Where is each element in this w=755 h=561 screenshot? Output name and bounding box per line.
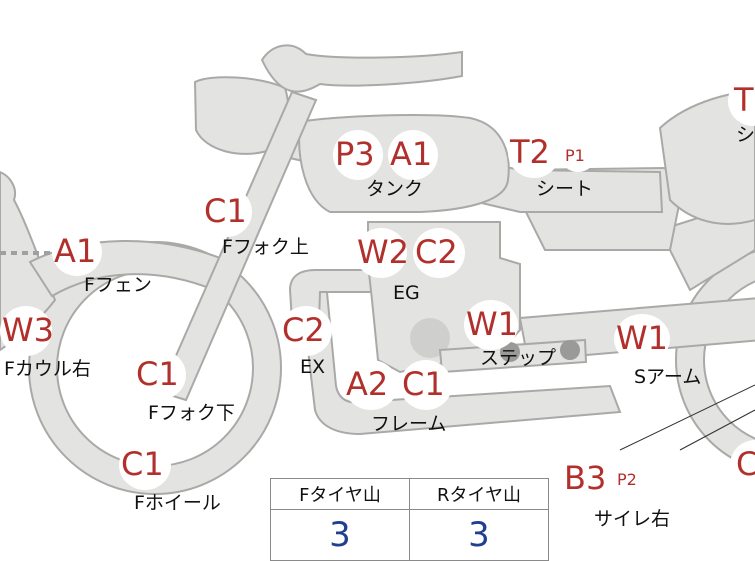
marker-circle: [612, 466, 648, 498]
tire-tread-table: Fタイヤ山 Rタイヤ山 3 3: [270, 478, 549, 561]
marker-circle: [561, 142, 595, 172]
marker-circle: [508, 128, 560, 178]
marker-circle: [355, 228, 407, 278]
marker-circle: [119, 440, 171, 490]
marker-circle: [464, 300, 518, 350]
marker-circle: [400, 360, 452, 410]
code-c1-front-wheel: C1: [121, 445, 164, 483]
label-step: ステップ: [480, 347, 557, 369]
marker-circle: [344, 360, 398, 410]
handlebar-shape: [260, 44, 463, 93]
code-b3-side-cover: B3: [564, 459, 607, 497]
marker-circle: [413, 228, 465, 278]
code-c-partial: C: [736, 445, 755, 483]
code-w2-engine: W2: [357, 233, 409, 271]
frame-shape: [298, 281, 622, 436]
rear-tire-header: Rタイヤ山: [409, 478, 549, 510]
label-front-fender: Fフェン: [84, 274, 152, 296]
code-t2-seat: T2: [510, 133, 550, 171]
rear-tire-value: 3: [409, 509, 549, 561]
code-c1-fork-upper: C1: [204, 192, 247, 230]
label-seat: シート: [536, 178, 594, 200]
code-w1-swingarm: W1: [616, 319, 668, 357]
leader-line: [619, 384, 755, 451]
code-a2-frame: A2: [346, 365, 389, 403]
tail-shape: [658, 90, 755, 225]
code-a1-front-fender: A1: [54, 232, 97, 270]
code-w3-front-cowl-right: W3: [2, 311, 54, 349]
code-p1-seat: P1: [565, 146, 585, 165]
marker-circle: [614, 314, 670, 364]
code-c2-engine: C2: [415, 233, 458, 271]
label-front-wheel: Fホイール: [134, 492, 221, 514]
marker-circle: [0, 306, 52, 356]
code-w1-step: W1: [466, 305, 518, 343]
code-p3-tank: P3: [335, 135, 375, 173]
marker-circle: [134, 350, 186, 400]
label-side-cover-right: サイレ右: [594, 508, 671, 530]
code-t-partial: T: [734, 81, 754, 119]
marker-circle: [202, 187, 252, 237]
marker-circle: [562, 454, 614, 504]
marker-circle: [388, 130, 438, 180]
label-fork-lower: Fフォク下: [148, 402, 235, 424]
label-front-cowl-right: Fカウル右: [4, 358, 91, 380]
label-exhaust: EX: [300, 356, 326, 378]
code-a1-tank: A1: [390, 135, 433, 173]
label-swingarm: Sアーム: [634, 366, 702, 388]
label-partial-right: シ: [736, 124, 755, 146]
code-c1-fork-lower: C1: [136, 355, 179, 393]
label-tank: タンク: [366, 178, 424, 200]
front-fork-shape: [158, 90, 318, 402]
leader-line: [679, 409, 755, 451]
marker-circle: [52, 228, 102, 276]
code-p2-side-cover: P2: [617, 470, 637, 489]
label-engine: EG: [393, 282, 420, 304]
label-fork-upper: Fフォク上: [222, 236, 309, 258]
label-frame: フレーム: [371, 413, 447, 435]
front-tire-header: Fタイヤ山: [270, 478, 410, 510]
front-tire-value: 3: [270, 509, 410, 561]
marker-circle: [280, 306, 332, 356]
code-c2-exhaust: C2: [282, 311, 325, 349]
code-c1-frame: C1: [402, 365, 445, 403]
marker-circle: [333, 130, 383, 180]
